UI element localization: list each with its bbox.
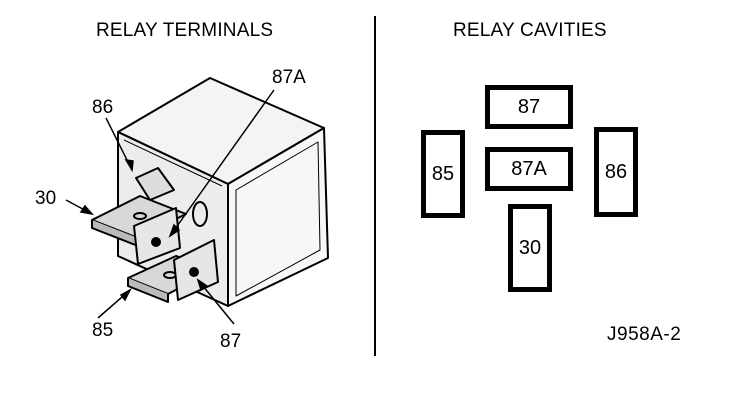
cavity-87a: 87A: [485, 147, 573, 191]
cavity-85: 85: [421, 130, 465, 218]
terminal-label-85: 85: [92, 320, 114, 341]
cavity-87: 87: [485, 85, 573, 129]
cavity-86: 86: [594, 127, 638, 217]
terminal-label-87: 87: [220, 331, 242, 352]
relay-cavities-title: RELAY CAVITIES: [453, 20, 607, 41]
panel-divider: [374, 16, 376, 356]
terminal-label-87a: 87A: [272, 67, 306, 88]
figure-code: J958A-2: [607, 324, 682, 345]
terminal-label-86: 86: [92, 97, 114, 118]
terminal-label-30: 30: [35, 188, 57, 209]
relay-terminals-title: RELAY TERMINALS: [96, 20, 274, 41]
cavity-30: 30: [508, 204, 552, 292]
